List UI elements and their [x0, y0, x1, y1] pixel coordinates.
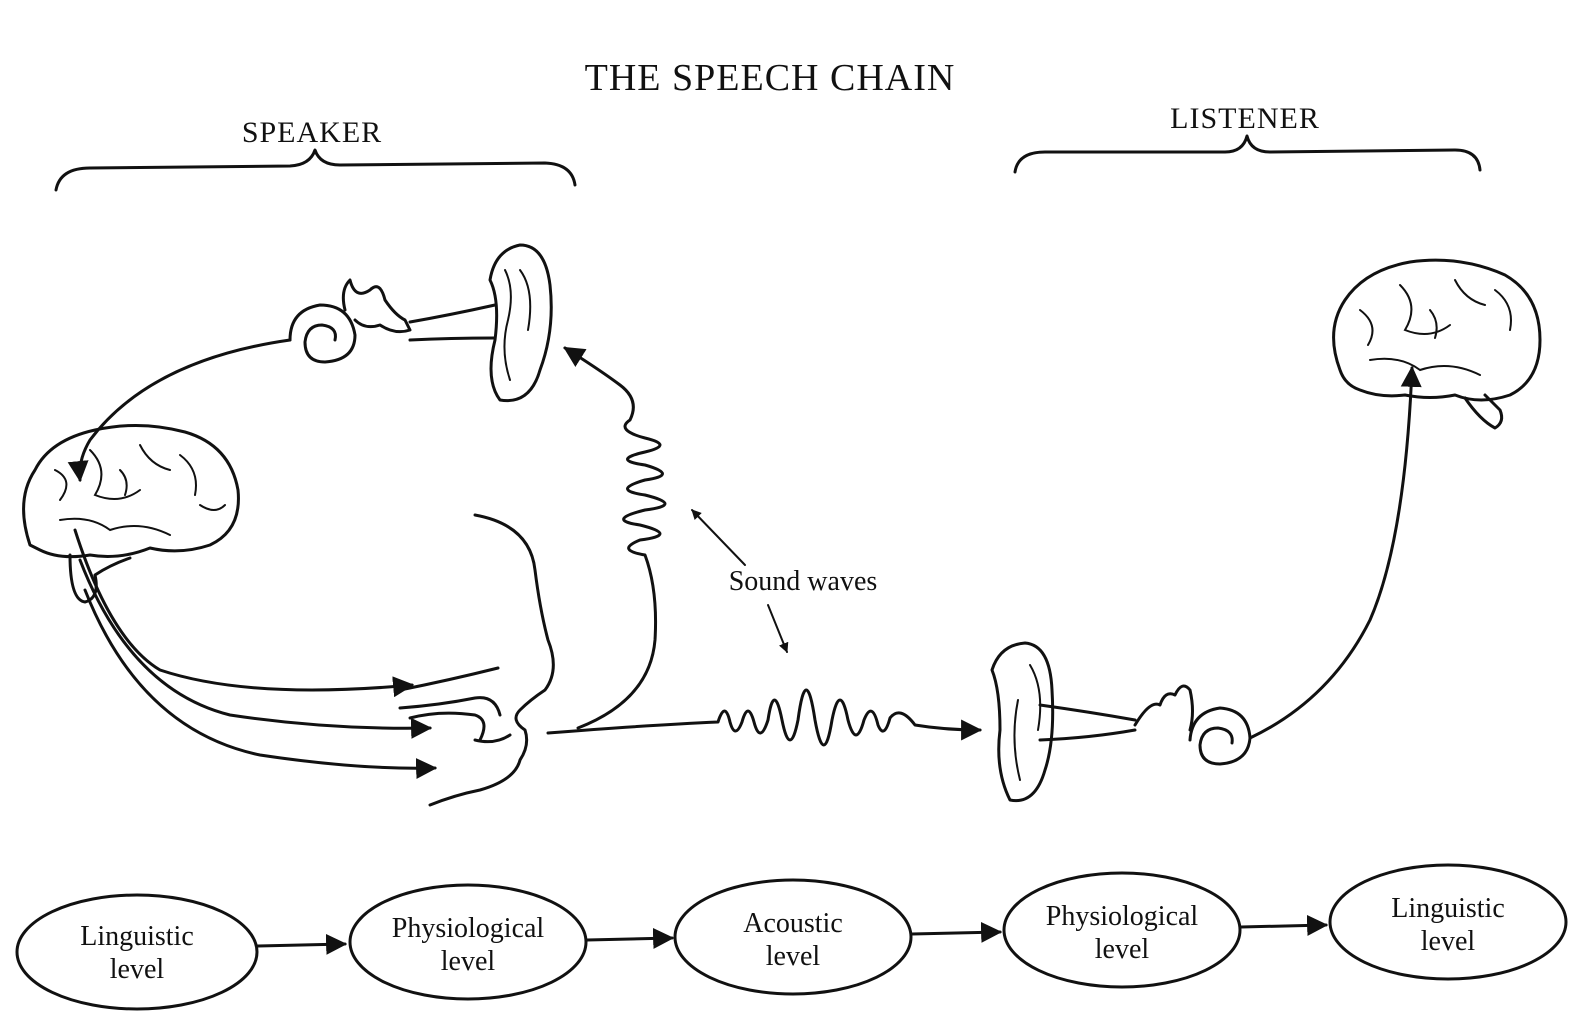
speaker-brace	[56, 150, 575, 190]
listener-brace	[1015, 136, 1480, 172]
level-oval: Physiological level	[1004, 873, 1240, 987]
level-line2: level	[1421, 926, 1476, 957]
listener-heading: LISTENER	[1170, 102, 1320, 135]
level-line2: level	[441, 946, 496, 977]
speaker-ear-icon	[410, 245, 551, 401]
listener-cochlea-icon	[1135, 686, 1250, 764]
level-line1: Acoustic	[743, 908, 843, 939]
sound-waves-pointer-up	[692, 510, 745, 565]
level-line2: level	[766, 941, 821, 972]
sound-wave-icon	[548, 690, 980, 745]
level-line1: Physiological	[392, 913, 545, 944]
level-line1: Linguistic	[80, 921, 194, 952]
motor-arrow-3	[85, 590, 435, 768]
level-oval: Acoustic level	[675, 880, 911, 994]
listener-brain-icon	[1334, 260, 1540, 428]
level-line2: level	[1095, 934, 1150, 965]
level-arrow	[912, 932, 1000, 934]
speaker-cochlea-icon	[290, 280, 410, 362]
speaker-face-icon	[400, 515, 553, 805]
level-arrow	[1241, 925, 1326, 927]
level-line2: level	[110, 954, 165, 985]
feedback-sound-wave-icon	[565, 348, 665, 728]
level-arrow	[587, 938, 672, 940]
sound-waves-pointer-down	[768, 605, 787, 652]
speaker-brain-icon	[24, 425, 239, 602]
level-oval: Linguistic level	[1330, 865, 1566, 979]
level-line1: Physiological	[1046, 901, 1199, 932]
sound-waves-label: Sound waves	[729, 566, 878, 597]
level-oval: Physiological level	[350, 885, 586, 999]
speaker-heading: SPEAKER	[242, 116, 382, 149]
listener-ear-icon	[992, 643, 1135, 801]
level-arrow	[258, 944, 345, 946]
level-oval: Linguistic level	[17, 895, 257, 1009]
listener-nerve-arrow	[1250, 368, 1412, 738]
level-line1: Linguistic	[1391, 893, 1505, 924]
diagram-title: THE SPEECH CHAIN	[585, 57, 956, 99]
